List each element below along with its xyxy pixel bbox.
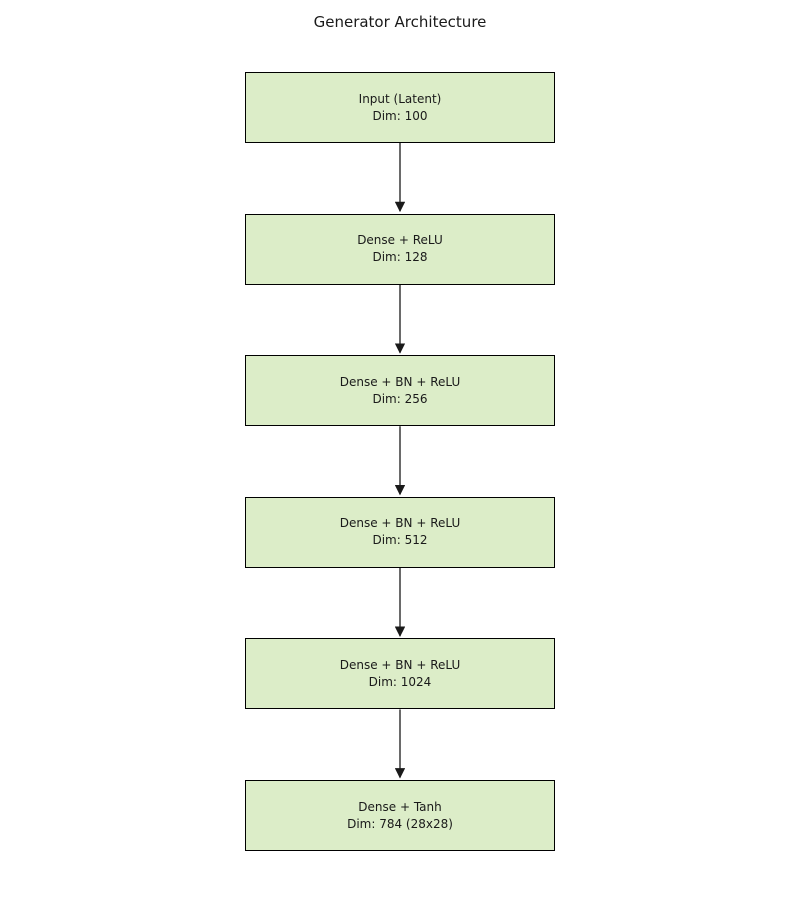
diagram-title: Generator Architecture <box>313 13 487 31</box>
layer-label: Input (Latent) <box>358 91 442 106</box>
layer-dim: Dim: 1024 <box>368 674 432 689</box>
layer-dim: Dim: 512 <box>372 533 428 548</box>
layer-dim: Dim: 784 (28x28) <box>347 816 453 831</box>
layer-box-3: Dense + BN + ReLU Dim: 512 <box>245 496 555 568</box>
layer-box-2: Dense + BN + ReLU Dim: 256 <box>245 355 555 427</box>
layer-label: Dense + BN + ReLU <box>339 657 461 672</box>
layer-dim: Dim: 256 <box>372 391 428 406</box>
layer-label: Dense + BN + ReLU <box>339 374 461 389</box>
layer-box-0: Input (Latent) Dim: 100 <box>245 72 555 143</box>
layer-dim: Dim: 100 <box>372 108 428 123</box>
layer-dim: Dim: 128 <box>372 250 428 265</box>
layer-box-4: Dense + BN + ReLU Dim: 1024 <box>245 638 555 710</box>
layer-box-1: Dense + ReLU Dim: 128 <box>245 213 555 285</box>
layer-label: Dense + BN + ReLU <box>339 516 461 531</box>
layer-label: Dense + Tanh <box>358 799 442 814</box>
layer-label: Dense + ReLU <box>357 233 443 248</box>
layer-box-5: Dense + Tanh Dim: 784 (28x28) <box>245 780 555 851</box>
